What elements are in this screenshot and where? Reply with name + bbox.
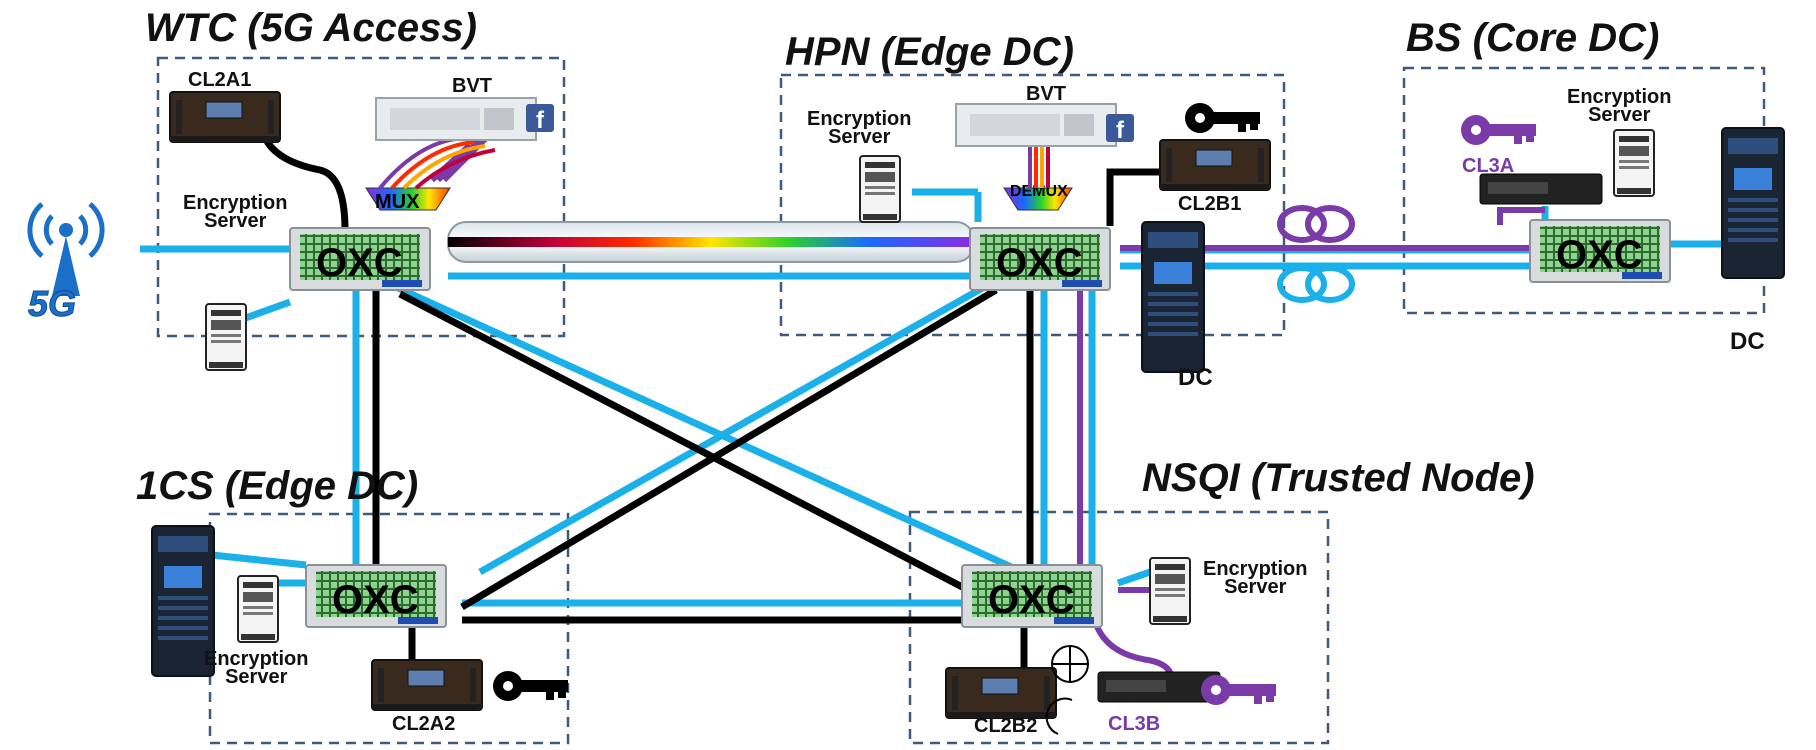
cl2b2-device — [945, 667, 1057, 719]
rack-dc-icon — [1721, 127, 1785, 279]
oxc-hpn: OXC — [969, 227, 1111, 291]
rainbow-wdm-link — [448, 237, 974, 247]
site-title-ics: 1CS (Edge DC) — [136, 464, 419, 508]
dc-label-bs: DC — [1730, 328, 1765, 355]
wtc-site-box — [156, 56, 566, 338]
bvt-color-fibers — [378, 136, 1050, 190]
cl2b2-label: CL2B2 — [974, 715, 1038, 737]
site-title-hpn: HPN (Edge DC) — [785, 30, 1074, 74]
black-fiber-links — [258, 127, 1170, 700]
key-icon — [1185, 103, 1260, 133]
key-icon — [1461, 115, 1536, 145]
cl3b-label: CL3B — [1108, 713, 1161, 735]
server-icon — [859, 155, 901, 223]
server-icon — [237, 575, 279, 643]
cl2a1-device — [169, 91, 281, 143]
server-icon — [1613, 129, 1655, 197]
bvt-hpn — [955, 103, 1117, 147]
cl2b1-device — [1159, 139, 1271, 191]
key-icon — [493, 671, 568, 701]
rack-dc-icon — [1141, 221, 1205, 373]
oxc-ics: OXC — [305, 564, 447, 628]
minus-symbol — [1045, 697, 1073, 735]
mux-prism — [365, 187, 451, 211]
server-icon — [1149, 557, 1191, 625]
svg-text:OXC: OXC — [1556, 233, 1643, 277]
site-title-nsqi: NSQI (Trusted Node) — [1142, 456, 1535, 500]
svg-text:OXC: OXC — [988, 578, 1075, 622]
server-icon — [205, 303, 247, 371]
bvt-wtc — [375, 97, 537, 141]
cl2a2-label: CL2A2 — [392, 713, 456, 735]
oxc-bs: OXC — [1529, 219, 1671, 283]
oxc-wtc: OXC — [289, 227, 431, 291]
cl2b1-label: CL2B1 — [1178, 193, 1242, 215]
cl3a-label: CL3A — [1462, 155, 1515, 177]
oxc-nsqi: OXC — [961, 564, 1103, 628]
cl2a1-label: CL2A1 — [188, 69, 252, 91]
bvt-label-wtc: BVT — [452, 75, 492, 97]
bvt-label-hpn: BVT — [1026, 83, 1066, 105]
svg-text:OXC: OXC — [996, 241, 1083, 285]
svg-text:OXC: OXC — [332, 578, 419, 622]
antenna-5g-icon: 5G — [27, 202, 105, 325]
fiber-coil-icon — [1277, 205, 1355, 303]
site-title-wtc: WTC (5G Access) — [145, 6, 477, 50]
facebook-icon — [1106, 114, 1134, 144]
dc-label-hpn: DC — [1178, 364, 1213, 391]
mux-label: MUX — [375, 191, 420, 213]
facebook-icon — [526, 104, 554, 134]
nsqi-site-box — [908, 510, 1330, 745]
cl3a-device — [1479, 173, 1603, 205]
svg-text:OXC: OXC — [316, 241, 403, 285]
hpn-site-box — [779, 73, 1286, 337]
cl2a2-device — [371, 659, 483, 711]
key-icon — [1201, 675, 1276, 705]
demux-label: DEMUX — [1010, 183, 1068, 200]
site-title-bs: BS (Core DC) — [1406, 16, 1660, 60]
svg-text:5G: 5G — [28, 283, 76, 324]
